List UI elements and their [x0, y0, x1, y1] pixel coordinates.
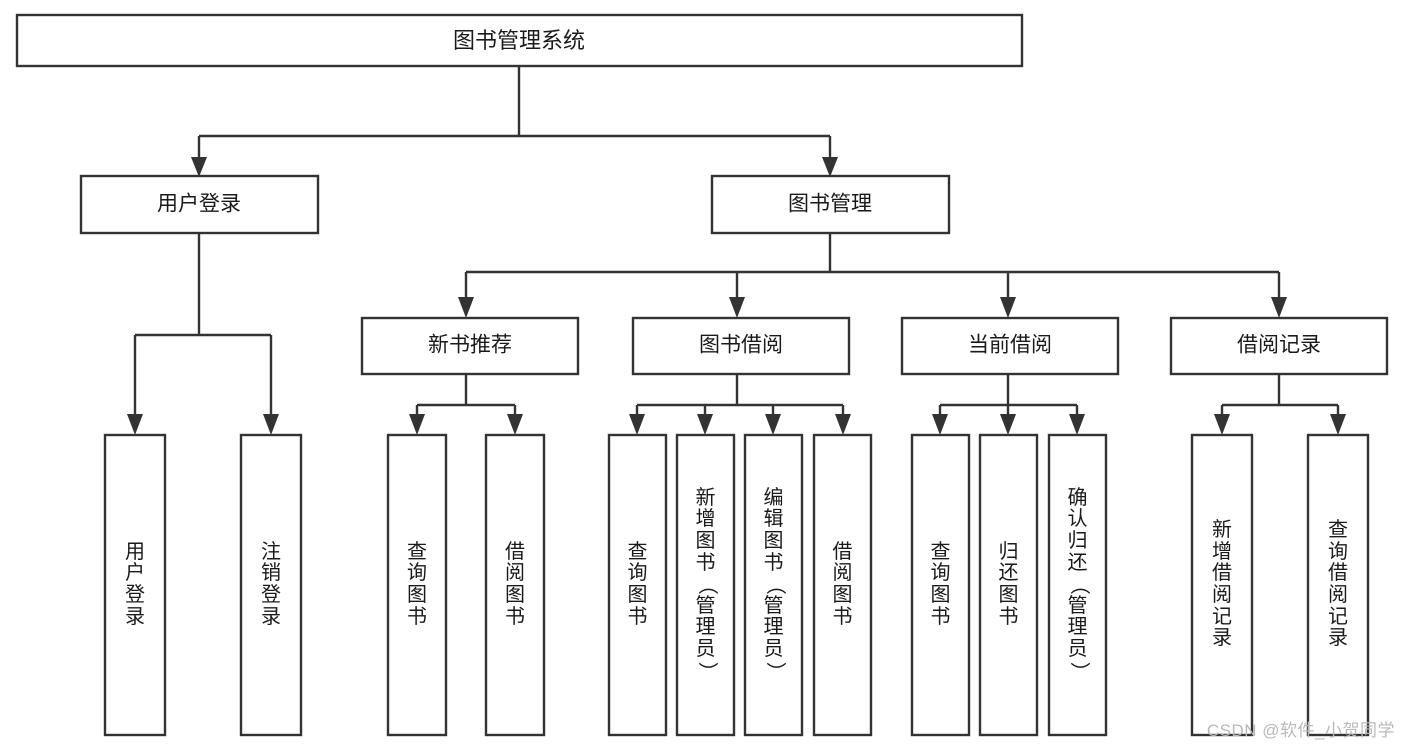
node-book-manage-box[interactable] — [710, 174, 951, 235]
connector-layer — [127, 66, 1346, 435]
node-borrow-record-label: 借阅记录 — [1237, 334, 1321, 357]
arrow-head-current-borrow — [1000, 297, 1016, 318]
arrow-head-borrow-record — [1271, 297, 1287, 318]
node-book-manage[interactable]: 图书管理 — [710, 174, 951, 235]
arrow-head-book-borrow — [729, 297, 745, 318]
arrow-head-current-borrow-leaf1 — [932, 414, 948, 435]
arrow-head-user-login — [191, 157, 207, 177]
leaf-box-book-borrow-2[interactable] — [675, 433, 736, 737]
node-book-borrow-label: 图书借阅 — [699, 334, 783, 357]
arrow-head-book-borrow-leaf2 — [697, 414, 713, 435]
node-borrow-record-box[interactable] — [1169, 316, 1389, 376]
arrow-head-user-login-leaf2 — [263, 414, 279, 435]
arrow-head-new-book-leaf1 — [409, 414, 425, 435]
leaf-box-current-borrow-2[interactable] — [978, 433, 1039, 737]
node-book-manage-label: 图书管理 — [788, 193, 872, 216]
leaf-box-current-borrow-3[interactable] — [1047, 433, 1108, 737]
node-root-label: 图书管理系统 — [453, 28, 585, 53]
node-user-login-label: 用户登录 — [157, 193, 241, 216]
arrow-head-new-book-leaf2 — [507, 414, 523, 435]
leaf-box-borrow-record-1[interactable] — [1190, 433, 1254, 737]
leaf-box-book-borrow-4[interactable] — [812, 433, 873, 737]
leaf-box-new-book-2[interactable] — [484, 433, 546, 737]
arrow-head-book-borrow-leaf1 — [629, 414, 645, 435]
arrow-head-book-manage — [822, 157, 838, 177]
arrow-head-borrow-record-leaf1 — [1214, 414, 1230, 435]
node-book-borrow-box[interactable] — [631, 316, 851, 376]
arrow-head-user-login-leaf1 — [127, 414, 143, 435]
leaf-box-borrow-record-2[interactable] — [1306, 433, 1370, 737]
node-user-login-box[interactable] — [79, 174, 320, 235]
leaf-box-user-login-1[interactable] — [103, 433, 167, 737]
node-current-borrow-label: 当前借阅 — [968, 334, 1052, 357]
arrow-head-book-borrow-leaf3 — [765, 414, 781, 435]
leaf-box-book-borrow-1[interactable] — [607, 433, 668, 737]
node-book-borrow[interactable]: 图书借阅 — [631, 316, 851, 376]
node-current-borrow-box[interactable] — [900, 316, 1120, 376]
node-new-book-box[interactable] — [360, 316, 580, 376]
node-root-box[interactable] — [15, 13, 1024, 68]
arrow-head-borrow-record-leaf2 — [1330, 414, 1346, 435]
node-root[interactable]: 图书管理系统 — [15, 13, 1024, 68]
arrow-head-current-borrow-leaf3 — [1069, 414, 1085, 435]
node-new-book[interactable]: 新书推荐 — [360, 316, 580, 376]
node-current-borrow[interactable]: 当前借阅 — [900, 316, 1120, 376]
node-borrow-record[interactable]: 借阅记录 — [1169, 316, 1389, 376]
leaf-box-new-book-1[interactable] — [386, 433, 448, 737]
arrow-head-book-borrow-leaf4 — [835, 414, 851, 435]
leaf-box-book-borrow-3[interactable] — [743, 433, 804, 737]
node-user-login[interactable]: 用户登录 — [79, 174, 320, 235]
leaf-box-user-login-2[interactable] — [239, 433, 303, 737]
node-new-book-label: 新书推荐 — [428, 334, 512, 357]
arrow-head-new-book — [458, 297, 474, 318]
arrow-head-current-borrow-leaf2 — [1000, 414, 1016, 435]
leaf-box-layer — [103, 433, 1370, 737]
leaf-box-current-borrow-1[interactable] — [910, 433, 971, 737]
